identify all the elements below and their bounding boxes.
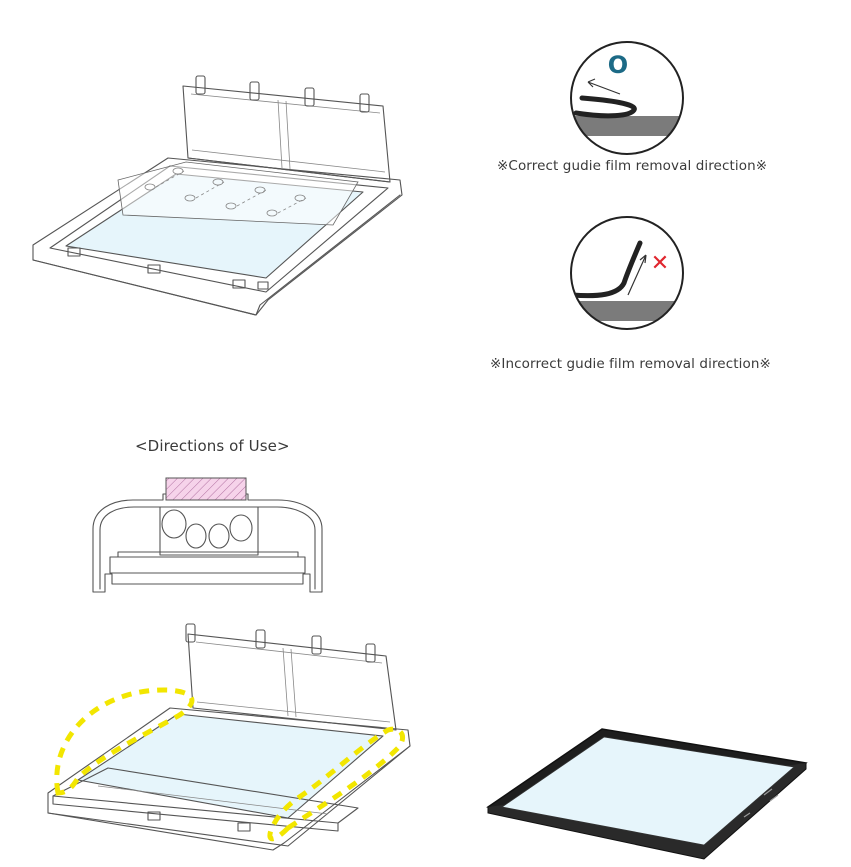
directions-of-use-title: <Directions of Use> bbox=[135, 437, 290, 455]
surface-band bbox=[571, 301, 683, 321]
surface-band bbox=[571, 116, 683, 136]
correct-direction-figure: O bbox=[568, 38, 686, 158]
jig-alignment-highlight-figure bbox=[38, 618, 418, 863]
correct-o-mark: O bbox=[608, 51, 628, 79]
incorrect-direction-caption: ※Incorrect gudie film removal direction※ bbox=[490, 356, 771, 372]
yellow-highlight-right bbox=[267, 726, 405, 842]
incorrect-x-mark: ✕ bbox=[651, 251, 669, 276]
cross-section-figure bbox=[88, 474, 328, 600]
correct-direction-caption: ※Correct gudie film removal direction※ bbox=[497, 158, 768, 174]
device-with-film-figure bbox=[484, 725, 814, 860]
incorrect-direction-figure: ✕ bbox=[568, 213, 686, 333]
jig-with-guide-film-figure bbox=[28, 70, 413, 330]
yellow-highlight-left bbox=[54, 687, 195, 796]
